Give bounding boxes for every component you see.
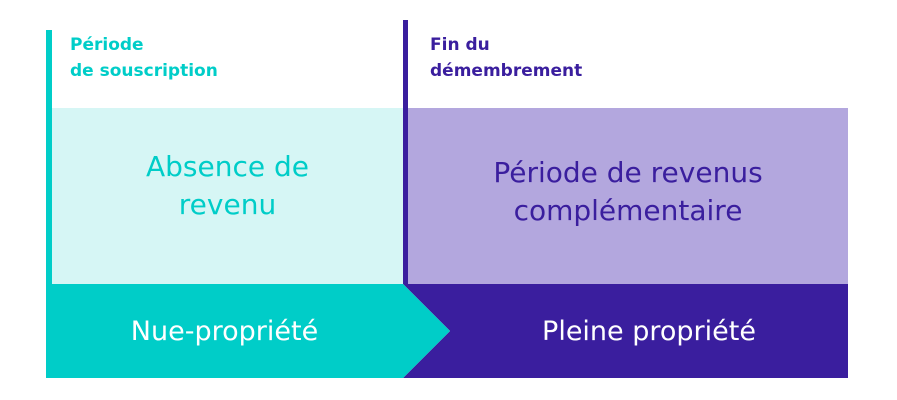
additional-income-text: Période de revenus complémentaire bbox=[493, 156, 763, 227]
full-ownership-text: Pleine propriété bbox=[542, 315, 756, 347]
no-income-box bbox=[52, 108, 403, 284]
no-income-text: Absence de revenu bbox=[145, 150, 309, 221]
bare-ownership-band bbox=[46, 284, 450, 378]
full-ownership-band bbox=[403, 284, 848, 378]
dismemberment-end-label: Fin du démembrement bbox=[430, 35, 583, 81]
subscription-marker-line bbox=[46, 30, 52, 284]
bare-ownership-text: Nue-propriété bbox=[130, 315, 319, 347]
subscription-period-label: Période de souscription bbox=[70, 35, 218, 81]
dismemberment-end-marker-line bbox=[403, 20, 408, 284]
additional-income-box bbox=[408, 108, 848, 284]
